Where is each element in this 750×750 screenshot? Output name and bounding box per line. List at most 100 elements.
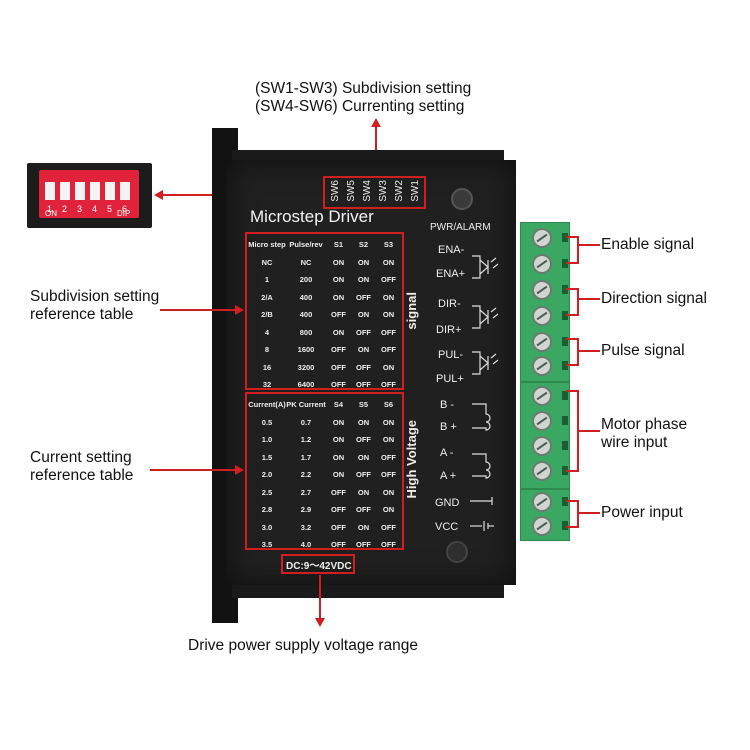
mounting-screw-icon <box>451 188 473 210</box>
terminal-b-plus: B + <box>440 421 457 433</box>
current-table-cell: OFF <box>381 470 396 480</box>
microstep-table-cell: ON <box>357 275 370 285</box>
sw4-label: SW4 <box>362 180 373 202</box>
terminal-pin-4 <box>562 311 568 320</box>
microstep-table-cell: ON <box>332 257 345 267</box>
current-table-cell: 2.2 <box>300 470 312 480</box>
top-callout-line2: (SW4-SW6) Currenting setting <box>255 98 465 115</box>
current-table-cell: ON <box>332 470 345 480</box>
terminal-b-minus: B - <box>440 399 455 411</box>
terminal-screw-6 <box>532 356 552 376</box>
dip-arrow <box>154 190 163 200</box>
current-table-cell: ON <box>332 435 345 445</box>
pulse-signal-callout: Pulse signal <box>601 342 685 359</box>
microstep-table-cell: OFF <box>331 362 346 372</box>
current-table-cell: OFF <box>331 505 346 515</box>
signal-terminal-block <box>520 222 570 382</box>
terminal-screw-1 <box>532 228 552 248</box>
terminal-screw-2 <box>532 254 552 274</box>
microstep-table-cell: OFF <box>381 275 396 285</box>
subdivision-leader <box>160 309 236 311</box>
voltage-leader <box>319 575 321 619</box>
current-table-cell: ON <box>382 487 395 497</box>
microstep-table-cell: 1600 <box>297 345 315 355</box>
terminal-pin-11 <box>562 497 568 506</box>
terminal-pul-plus: PUL+ <box>436 373 464 385</box>
microstep-table-cell: OFF <box>331 380 346 390</box>
voltage-range-label: DC:9～42VDC <box>286 561 352 572</box>
current-table-cell: 3.2 <box>300 522 312 532</box>
terminal-pul-minus: PUL- <box>438 349 464 361</box>
motor-phase-callout-line2: wire input <box>601 434 668 451</box>
microstep-table-row: 2/B 400 OFF ON ON <box>248 306 401 324</box>
terminal-pin-9 <box>562 441 568 450</box>
microstep-table-cell: ON <box>382 362 395 372</box>
current-table-cell: OFF <box>331 487 346 497</box>
dip-num-3: 3 <box>77 204 83 214</box>
current-table-cell: 1.2 <box>300 435 312 445</box>
current-table-cell: OFF <box>381 522 396 532</box>
microstep-table-cell: ON <box>382 292 395 302</box>
microstep-table-cell: OFF <box>331 345 346 355</box>
current-header-1: PK Current <box>286 400 326 410</box>
microstep-table-cell: 400 <box>299 310 313 320</box>
pwr-alarm-label: PWR/ALARM <box>430 222 491 233</box>
microstep-table-cell: 8 <box>264 345 270 355</box>
current-table-cell: OFF <box>356 540 371 550</box>
dip-key-4 <box>90 182 100 200</box>
current-callout-line2: reference table <box>30 467 134 484</box>
current-header-4: S6 <box>383 400 394 410</box>
microstep-table-cell: OFF <box>381 345 396 355</box>
microstep-table-row: 32 6400 OFF OFF OFF <box>248 376 401 394</box>
sw6-label: SW6 <box>330 180 341 202</box>
microstep-table-cell: 2/A <box>261 292 273 302</box>
microstep-table-cell: 6400 <box>297 380 315 390</box>
microstep-table-cell: 2/B <box>261 310 273 320</box>
voltage-range-box <box>281 554 355 574</box>
signal-label: signal <box>404 292 419 330</box>
terminal-pin-12 <box>562 521 568 530</box>
microstep-table-cell: 32 <box>262 380 272 390</box>
microstep-table-cell: NC <box>261 257 273 267</box>
dip-num-5: 5 <box>107 204 113 214</box>
current-header-0: Current(A) <box>248 400 286 410</box>
current-table-cell: 2.8 <box>261 505 273 515</box>
sw5-label: SW5 <box>346 180 357 202</box>
microstep-table-cell: OFF <box>331 310 346 320</box>
current-table-cell: 1.7 <box>300 452 312 462</box>
current-table-box <box>245 392 404 550</box>
top-callout-line1: (SW1-SW3) Subdivision setting <box>255 80 472 97</box>
terminal-pin-7 <box>562 391 568 400</box>
terminal-screw-8 <box>532 411 552 431</box>
direction-signal-callout: Direction signal <box>601 290 707 307</box>
microstep-table-cell: 1 <box>264 275 270 285</box>
current-table-cell: 0.7 <box>300 417 312 427</box>
microstep-header-2: S1 <box>333 240 344 250</box>
terminal-screw-3 <box>532 280 552 300</box>
terminal-ena-minus: ENA- <box>438 244 465 256</box>
terminal-screw-7 <box>532 386 552 406</box>
microstep-table-cell: ON <box>382 310 395 320</box>
microstep-table-cell: OFF <box>381 380 396 390</box>
motor-phase-callout-line1: Motor phase <box>601 416 688 433</box>
dip-key-1 <box>45 182 55 200</box>
microstep-table-cell: ON <box>357 310 370 320</box>
current-table-cell: ON <box>357 522 370 532</box>
current-table-cell: OFF <box>331 540 346 550</box>
microstep-table-cell: ON <box>357 257 370 267</box>
dip-dip-label: DIP <box>117 209 131 218</box>
mounting-screw-bottom-icon <box>446 541 468 563</box>
terminal-a-plus: A + <box>440 470 457 482</box>
microstep-table-cell: OFF <box>356 380 371 390</box>
current-table-cell: OFF <box>356 505 371 515</box>
